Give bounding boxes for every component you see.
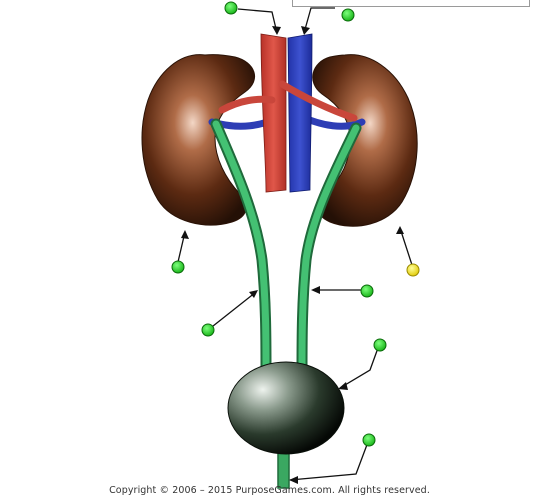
- marker-urethra[interactable]: [362, 433, 376, 447]
- pointer-arrowheads: [181, 26, 404, 484]
- right-renal-artery: [278, 80, 358, 122]
- vena-cava: [287, 33, 313, 193]
- pointer-line-vena-cava: [303, 7, 335, 34]
- pointer-line-bladder: [339, 347, 379, 389]
- pointer-line-urethra: [289, 441, 369, 481]
- marker-ureter-right[interactable]: [360, 284, 374, 298]
- pointer-line-right-ureter: [207, 291, 257, 331]
- markers: [171, 1, 420, 447]
- bladder: [227, 361, 345, 455]
- pointer-lines: [177, 7, 413, 481]
- marker-vessel-right-top[interactable]: [341, 8, 355, 22]
- copyright-text: Copyright © 2006 – 2015 PurposeGames.com…: [109, 485, 430, 496]
- aorta: [260, 33, 287, 193]
- pointer-line-aorta: [237, 8, 278, 34]
- marker-vessel-left-top[interactable]: [224, 1, 238, 15]
- left-renal-artery: [218, 95, 276, 114]
- left-kidney: [141, 54, 256, 226]
- marker-kidney-left[interactable]: [171, 260, 185, 274]
- answer-panel-edge: [292, 0, 530, 7]
- marker-ureter-left[interactable]: [201, 323, 215, 337]
- marker-kidney-right[interactable]: [406, 263, 420, 277]
- marker-bladder[interactable]: [373, 338, 387, 352]
- pointer-line-right-kidney: [399, 227, 413, 266]
